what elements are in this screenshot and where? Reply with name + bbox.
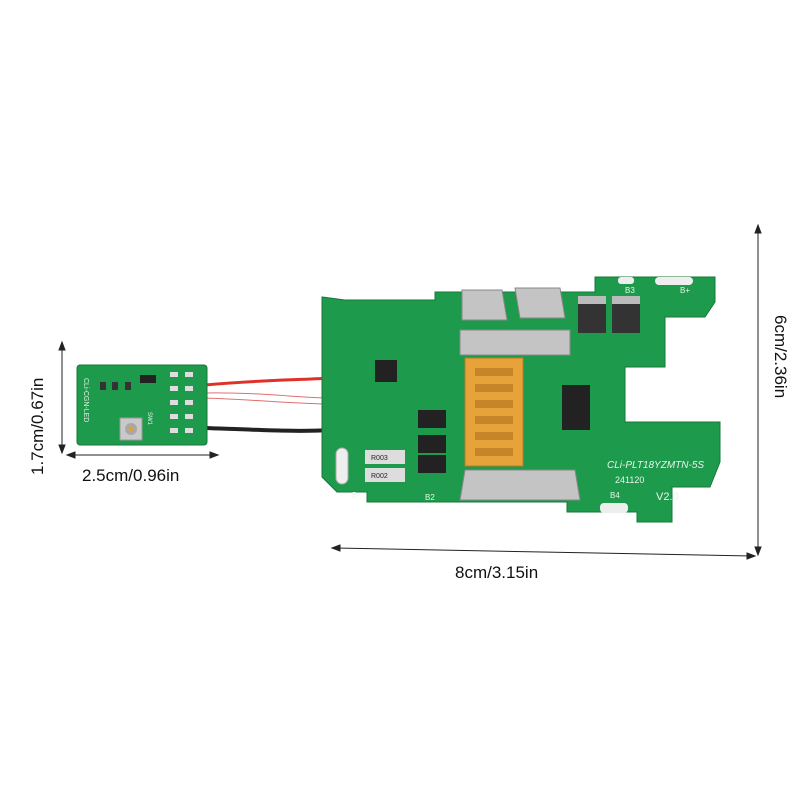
pad-b2: B2 — [425, 493, 435, 502]
pad-bplus: B+ — [680, 286, 690, 295]
board-model: CLi-PLT18YZMTN-5S — [607, 460, 704, 471]
wires — [204, 376, 331, 433]
main-board-width-label: 8cm/3.15in — [455, 563, 539, 582]
resistor-r002: R002 — [371, 473, 388, 480]
main-board: CLi-PLT18YZMTN-5S 241120 V2.0 B3 B+ B- B… — [82, 276, 721, 523]
small-board-height-label: 1.7cm/0.67in — [28, 377, 47, 475]
led-board-model: CLi-CGN-LED — [82, 378, 89, 422]
pad-b4: B4 — [610, 491, 620, 500]
main-board-height-label: 6cm/2.36in — [771, 315, 790, 399]
board-version: V2.0 — [656, 491, 679, 503]
pad-bminus: B- — [352, 491, 360, 500]
board-date-code: 241120 — [615, 475, 644, 485]
small-board-width-label: 2.5cm/0.96in — [82, 466, 180, 485]
pad-b3: B3 — [625, 286, 635, 295]
led-switch-label: SW1 — [146, 412, 152, 426]
led-board — [76, 364, 208, 446]
dimension-lines — [58, 223, 762, 560]
resistor-r003: R003 — [371, 455, 388, 462]
